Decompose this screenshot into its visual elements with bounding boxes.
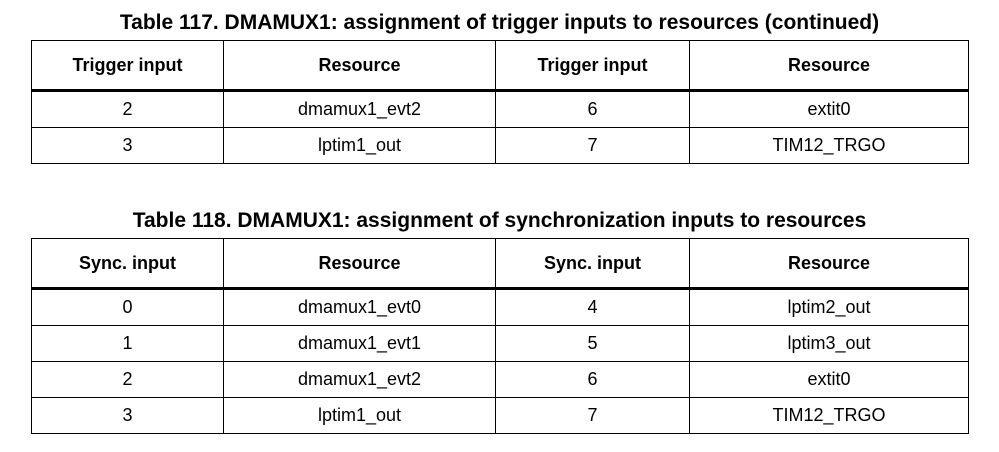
column-header-resource: Resource [223, 238, 496, 290]
table-cell: 2 [31, 361, 224, 398]
table-row: 1 dmamux1_evt1 5 lptim3_out [31, 325, 969, 362]
column-header-resource: Resource [689, 40, 969, 92]
table-row: 0 dmamux1_evt0 4 lptim2_out [31, 288, 969, 326]
table-cell: extit0 [689, 90, 969, 128]
table-118: Sync. input Resource Sync. input Resourc… [31, 238, 969, 434]
table-cell: lptim3_out [689, 325, 969, 362]
table-header-row: Sync. input Resource Sync. input Resourc… [31, 238, 969, 290]
table-cell: dmamux1_evt2 [223, 361, 496, 398]
table-cell: dmamux1_evt2 [223, 90, 496, 128]
table-row: 3 lptim1_out 7 TIM12_TRGO [31, 127, 969, 164]
table-118-caption: Table 118. DMAMUX1: assignment of synchr… [132, 209, 867, 232]
table-117-caption: Table 117. DMAMUX1: assignment of trigge… [119, 11, 880, 34]
table-cell: 1 [31, 325, 224, 362]
table-cell: 5 [495, 325, 690, 362]
column-header-resource: Resource [223, 40, 496, 92]
column-header-trigger-input: Trigger input [31, 40, 224, 92]
table-row: 3 lptim1_out 7 TIM12_TRGO [31, 397, 969, 434]
table-cell: dmamux1_evt0 [223, 288, 496, 326]
table-117: Trigger input Resource Trigger input Res… [31, 40, 969, 164]
table-cell: TIM12_TRGO [689, 127, 969, 164]
table-cell: 7 [495, 397, 690, 434]
table-cell: 7 [495, 127, 690, 164]
table-cell: 3 [31, 127, 224, 164]
column-header-sync-input: Sync. input [31, 238, 224, 290]
table-cell: 2 [31, 90, 224, 128]
table-cell: 3 [31, 397, 224, 434]
table-cell: 4 [495, 288, 690, 326]
column-header-trigger-input: Trigger input [495, 40, 690, 92]
table-cell: lptim1_out [223, 397, 496, 434]
table-row: 2 dmamux1_evt2 6 extit0 [31, 90, 969, 128]
table-cell: dmamux1_evt1 [223, 325, 496, 362]
table-cell: lptim2_out [689, 288, 969, 326]
column-header-sync-input: Sync. input [495, 238, 690, 290]
table-cell: extit0 [689, 361, 969, 398]
table-row: 2 dmamux1_evt2 6 extit0 [31, 361, 969, 398]
table-header-row: Trigger input Resource Trigger input Res… [31, 40, 969, 92]
table-cell: 6 [495, 90, 690, 128]
table-cell: lptim1_out [223, 127, 496, 164]
column-header-resource: Resource [689, 238, 969, 290]
table-cell: TIM12_TRGO [689, 397, 969, 434]
table-cell: 6 [495, 361, 690, 398]
table-cell: 0 [31, 288, 224, 326]
